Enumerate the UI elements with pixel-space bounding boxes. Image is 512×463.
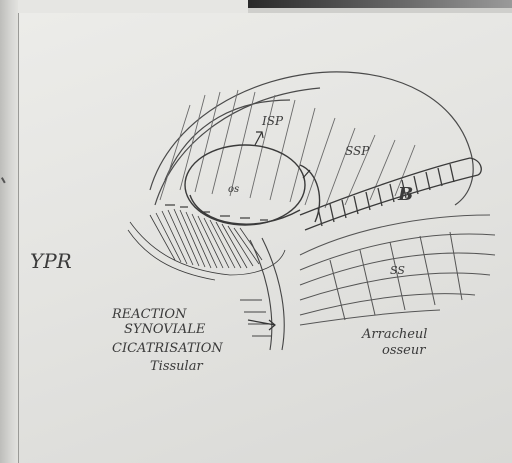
label-ssp: SSP: [345, 144, 370, 158]
surface-dashes: [165, 205, 268, 220]
label-reaction-3: CICATRISATION: [112, 341, 223, 356]
label-os: os: [228, 184, 239, 195]
label-reaction-4: Tissular: [150, 359, 203, 374]
label-b: B: [397, 184, 413, 205]
label-reaction-1: REACTION: [111, 307, 187, 322]
cuff-fibers: [160, 90, 415, 208]
label-ypr: YPR: [30, 249, 72, 273]
label-isp: ISP: [261, 114, 284, 128]
tendon-cords: [240, 238, 284, 350]
biceps-tendon: [300, 158, 481, 230]
label-ss: SS: [390, 264, 405, 277]
humeral-head: [185, 145, 320, 225]
label-reaction-2: SYNOVIALE: [124, 322, 206, 337]
label-arrachement-2: osseur: [382, 343, 426, 358]
label-arrachement-1: Arracheul: [361, 327, 427, 342]
